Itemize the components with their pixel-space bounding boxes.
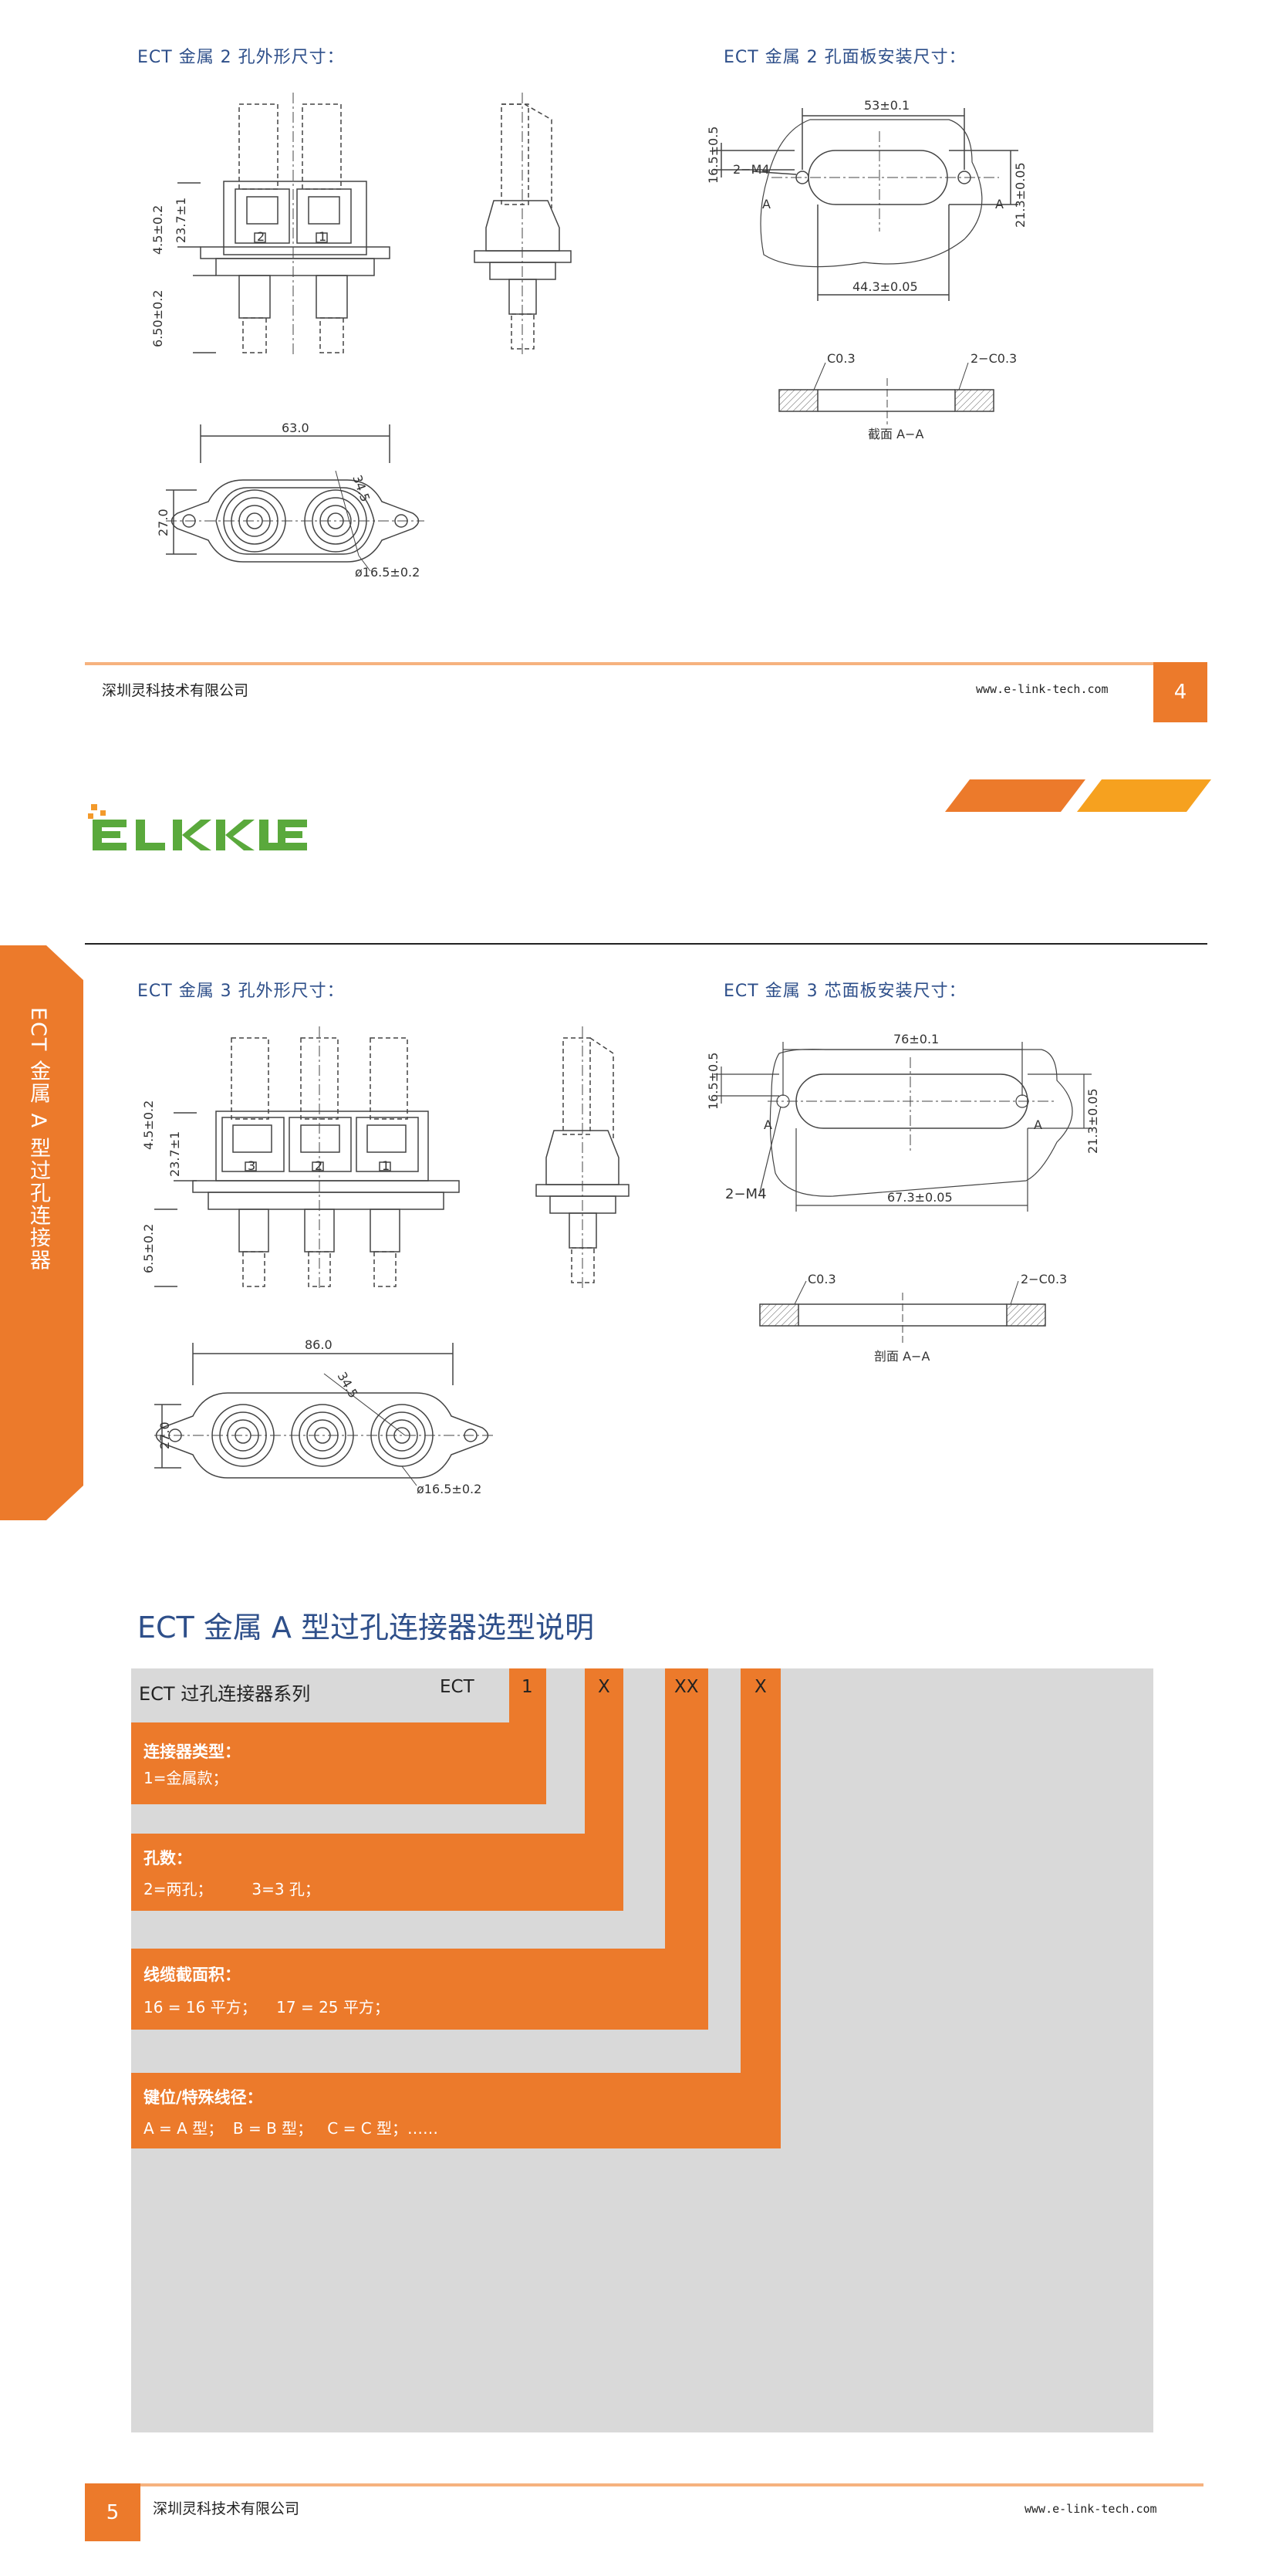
bar-connector-type-label: 连接器类型： <box>143 1743 241 1761</box>
page5-dim-d2: 23.7±1 <box>167 1131 182 1177</box>
page4-panel-cutout-drawing: 53±0.1 16.5±0.5 2−M4 A A 21.3±0.05 44.3±… <box>706 98 1028 301</box>
bar-cable-area-text: 16 = 16 平方； 17 = 25 平方； <box>143 1998 390 2017</box>
page4-dim-c03: C0.3 <box>827 351 856 366</box>
company-logo <box>85 803 309 857</box>
page5-footer-company: 深圳灵科技术有限公司 <box>153 2500 300 2517</box>
page4-dim-r6: 44.3±0.05 <box>852 279 918 294</box>
page4-section-label: 截面 A−A <box>868 427 923 441</box>
page4-dim-r3: 2−M4 <box>733 162 770 177</box>
page5-dim-d4: 86.0 <box>305 1337 333 1352</box>
page4-dim-d7: ø16.5±0.2 <box>355 565 420 580</box>
page5-dim-d6: 27.0 <box>157 1422 172 1449</box>
page4-dim-r5: 21.3±0.05 <box>1013 162 1028 228</box>
page4-num-1: 1 <box>319 229 326 244</box>
page4-dim-2c03: 2−C0.3 <box>971 351 1017 366</box>
selection-title: ECT 金属 A 型过孔连接器选型说明 <box>137 1611 594 1645</box>
page4-dim-d6: 27.0 <box>156 509 170 536</box>
page4-outline-side-drawing: 4.5±0.2 23.7±1 6.50±0.2 2 1 <box>150 93 572 355</box>
page5-dim-r4b: A <box>1034 1117 1042 1132</box>
page4-heading-outline: ECT 金属 2 孔外形尺寸： <box>137 48 345 67</box>
page4-page-number: 4 <box>1153 662 1207 722</box>
code-part-holes: X <box>598 1677 610 1697</box>
page5-section-drawing: C0.3 2−C0.3 剖面 A−A <box>759 1272 1067 1364</box>
page5-dim-d3: 6.5±0.2 <box>141 1224 156 1273</box>
bar-cable-area-label: 线缆截面积： <box>143 1966 241 1984</box>
page5-dim-r4a: A <box>764 1117 772 1132</box>
page5-num-3: 3 <box>248 1158 255 1173</box>
page5-dim-r1: 76±0.1 <box>893 1032 939 1046</box>
page4-dim-r2: 16.5±0.5 <box>706 127 721 184</box>
page4-heading-panel: ECT 金属 2 孔面板安装尺寸： <box>724 48 967 67</box>
page5-dim-r6: 67.3±0.05 <box>887 1190 953 1205</box>
page5-heading-panel: ECT 金属 3 芯面板安装尺寸： <box>724 982 967 1001</box>
header-rule <box>85 943 1207 945</box>
page5-dim-d1: 4.5±0.2 <box>141 1100 156 1150</box>
series-label: ECT 过孔连接器系列 <box>139 1683 311 1705</box>
page5-num-1: 1 <box>382 1158 390 1173</box>
page5-dim-2c03: 2−C0.3 <box>1021 1272 1067 1286</box>
page4-section-drawing: C0.3 2−C0.3 截面 A−A <box>778 351 1017 441</box>
page5-outline-side-drawing: 4.5±0.2 23.7±1 6.5±0.2 3 2 1 <box>141 1026 630 1289</box>
page4-dim-d1: 4.5±0.2 <box>150 205 165 255</box>
page4-num-2: 2 <box>257 229 265 244</box>
page4-dim-r1: 53±0.1 <box>864 98 910 113</box>
page5-footer-line <box>85 2483 1203 2486</box>
page4-dim-d3: 6.50±0.2 <box>150 290 165 347</box>
page5-page-number: 5 <box>85 2483 140 2541</box>
code-column-4 <box>741 1668 781 2148</box>
bar-hole-count-label: 孔数： <box>143 1849 192 1868</box>
page4-dim-d5: 34.5 <box>349 473 373 504</box>
page5-dim-d7: ø16.5±0.2 <box>417 1482 481 1496</box>
page5-dim-r3: 2−M4 <box>725 1186 767 1202</box>
page4-dim-r4a: A <box>762 197 771 211</box>
page5-panel-cutout-drawing: 76±0.1 16.5±0.5 2−M4 A A 21.3±0.05 67.3±… <box>706 1032 1100 1212</box>
page4-footer-company: 深圳灵科技术有限公司 <box>102 682 249 699</box>
page5-dim-r2: 16.5±0.5 <box>706 1053 721 1110</box>
header-accent-stripes <box>945 779 1211 812</box>
page4-dim-d2: 23.7±1 <box>174 198 188 243</box>
code-part-key: X <box>754 1677 767 1697</box>
page4-footer-url[interactable]: www.e-link-tech.com <box>976 682 1109 696</box>
code-part-type: 1 <box>522 1677 533 1697</box>
page4-outline-front-drawing: 63.0 34.5 27.0 ø16.5±0.2 <box>156 421 424 580</box>
page5-num-2: 2 <box>315 1158 322 1173</box>
code-part-cable: XX <box>674 1677 699 1697</box>
bar-connector-type-text: 1=金属款； <box>143 1769 228 1787</box>
page4-dim-d4: 63.0 <box>282 421 309 435</box>
bar-hole-count: 孔数： 2=两孔； 3=3 孔； <box>131 1834 623 1911</box>
bar-key-position: 键位/特殊线径： A = A 型； B = B 型； C = C 型；…… <box>131 2073 781 2148</box>
side-tab-shape <box>0 945 83 1520</box>
bar-key-position-label: 键位/特殊线径： <box>143 2088 263 2107</box>
bar-connector-type: 连接器类型： 1=金属款； <box>131 1722 546 1804</box>
page4-footer-line <box>85 662 1157 665</box>
logo-graphic <box>88 804 307 850</box>
page5-heading-outline: ECT 金属 3 孔外形尺寸： <box>137 982 345 1001</box>
bar-cable-area: 线缆截面积： 16 = 16 平方； 17 = 25 平方； <box>131 1949 708 2030</box>
page5-section-label: 剖面 A−A <box>874 1349 930 1364</box>
page5-dim-c03: C0.3 <box>808 1272 836 1286</box>
side-tab-label: ECT 金属 A 型过孔连接器 <box>26 1007 50 1272</box>
page5-outline-front-drawing: 86.0 34.5 27.0 ø16.5±0.2 <box>154 1337 494 1496</box>
bar-hole-count-text: 2=两孔； 3=3 孔； <box>143 1880 320 1898</box>
code-part-ect: ECT <box>440 1677 474 1697</box>
page5-dim-r5: 21.3±0.05 <box>1085 1088 1100 1154</box>
side-tab: ECT 金属 A 型过孔连接器 <box>0 945 83 1520</box>
page5-footer-url[interactable]: www.e-link-tech.com <box>1025 2502 1157 2516</box>
page4-dim-r4b: A <box>995 197 1004 211</box>
bar-key-position-text: A = A 型； B = B 型； C = C 型；…… <box>143 2119 439 2138</box>
